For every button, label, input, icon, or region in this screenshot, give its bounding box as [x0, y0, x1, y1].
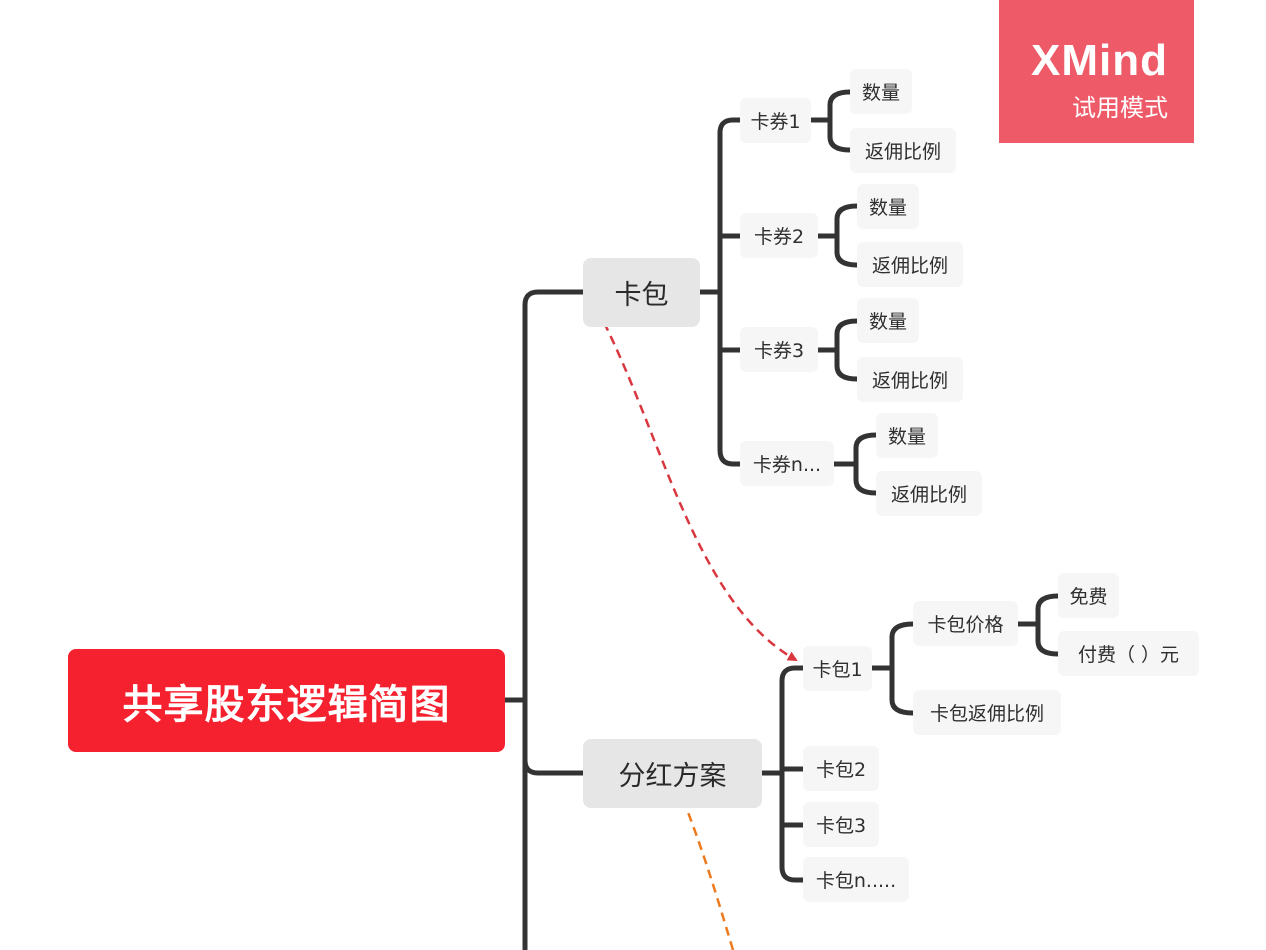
connector-trunk — [522, 289, 586, 950]
coupon-3-rebate-label: 返佣比例 — [871, 370, 948, 392]
coupon-1-label: 卡券1 — [750, 111, 801, 133]
pack-n[interactable]: 卡包n..... — [803, 857, 909, 902]
pack-rebate-label: 卡包返佣比例 — [929, 703, 1044, 725]
connector-trunk-fenhong — [522, 757, 586, 776]
coupon-2-quantity-label: 数量 — [868, 197, 907, 219]
connector-coupon1-bracket — [827, 89, 853, 153]
coupon-3[interactable]: 卡券3 — [740, 327, 818, 372]
coupon-2-rebate[interactable]: 返佣比例 — [857, 242, 963, 287]
topic-fenhong-label: 分红方案 — [618, 761, 727, 792]
price-free[interactable]: 免费 — [1058, 573, 1119, 618]
coupon-3-quantity[interactable]: 数量 — [857, 298, 919, 343]
pack-1[interactable]: 卡包1 — [803, 646, 872, 691]
coupon-n[interactable]: 卡券n... — [740, 441, 834, 486]
pack-2-label: 卡包2 — [815, 759, 867, 781]
pack-price-label: 卡包价格 — [927, 614, 1004, 636]
price-paid[interactable]: 付费（ ）元 — [1058, 631, 1199, 676]
coupon-2-rebate-label: 返佣比例 — [871, 255, 948, 277]
coupon-1-quantity[interactable]: 数量 — [850, 69, 912, 114]
coupon-3-quantity-label: 数量 — [868, 311, 907, 333]
pack-1-label: 卡包1 — [812, 659, 863, 681]
coupon-3-rebate[interactable]: 返佣比例 — [857, 357, 963, 402]
root-label: 共享股东逻辑简图 — [122, 681, 451, 728]
coupon-n-quantity[interactable]: 数量 — [876, 413, 938, 458]
price-paid-label: 付费（ ）元 — [1077, 644, 1180, 666]
coupon-n-rebate-label: 返佣比例 — [890, 484, 967, 506]
connector-coupon3-bracket — [834, 318, 860, 382]
coupon-1-quantity-label: 数量 — [861, 82, 900, 104]
pack-price[interactable]: 卡包价格 — [913, 601, 1018, 646]
xmind-trial-badge: XMind 试用模式 — [999, 0, 1194, 143]
connector-price-bracket — [1035, 593, 1061, 657]
connector-kabao-bracket — [717, 117, 743, 467]
coupon-2[interactable]: 卡券2 — [740, 213, 818, 258]
coupon-2-quantity[interactable]: 数量 — [857, 184, 919, 229]
coupon-1[interactable]: 卡券1 — [740, 98, 811, 143]
coupon-1-rebate-label: 返佣比例 — [864, 141, 941, 163]
root-node[interactable]: 共享股东逻辑简图 — [68, 649, 505, 752]
connector-couponn-bracket — [853, 432, 879, 496]
trial-mode-label: 试用模式 — [1072, 94, 1168, 122]
connector-pack1-bracket — [889, 621, 916, 716]
connector-fenhong-bracket — [779, 665, 806, 883]
pack-3-label: 卡包3 — [815, 815, 867, 837]
xmind-logo-text: XMind — [1031, 36, 1168, 85]
pack-2[interactable]: 卡包2 — [803, 746, 879, 791]
price-free-label: 免费 — [1069, 586, 1108, 608]
pack-rebate[interactable]: 卡包返佣比例 — [913, 690, 1061, 735]
coupon-n-label: 卡券n... — [752, 454, 822, 476]
coupon-n-quantity-label: 数量 — [887, 426, 926, 448]
connector-coupon2-bracket — [834, 203, 860, 268]
pack-3[interactable]: 卡包3 — [803, 802, 879, 847]
topic-kabao-label: 卡包 — [614, 280, 669, 311]
topic-fenhong[interactable]: 分红方案 — [583, 739, 762, 808]
topic-kabao[interactable]: 卡包 — [583, 258, 700, 327]
pack-n-label: 卡包n..... — [815, 870, 897, 892]
coupon-1-rebate[interactable]: 返佣比例 — [850, 128, 956, 173]
coupon-n-rebate[interactable]: 返佣比例 — [876, 471, 982, 516]
coupon-2-label: 卡券2 — [753, 226, 805, 248]
coupon-3-label: 卡券3 — [753, 340, 805, 362]
